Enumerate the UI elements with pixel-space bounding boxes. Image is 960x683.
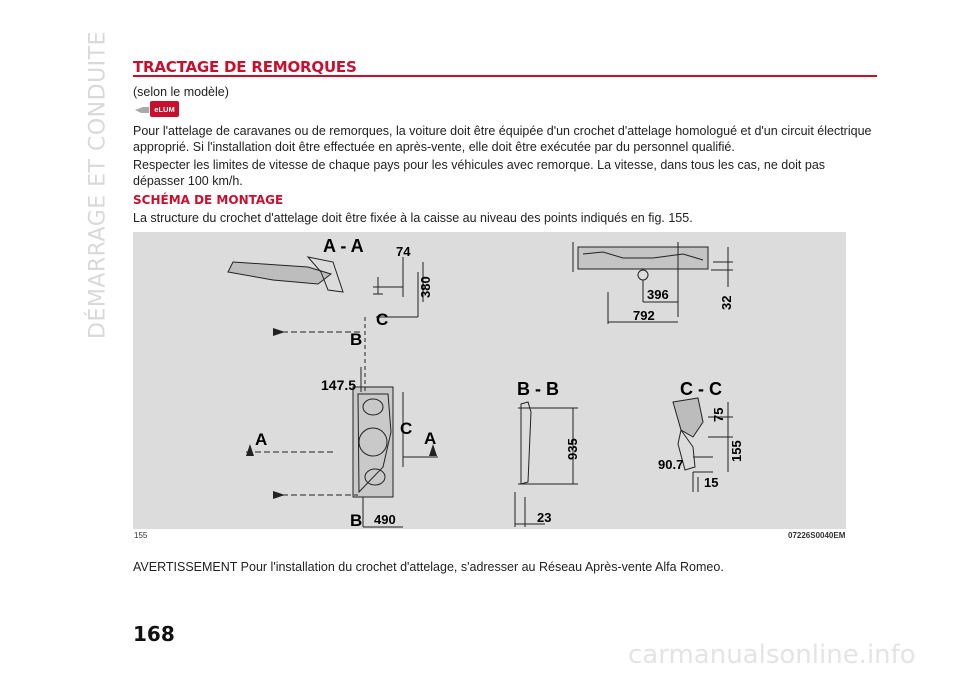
figure-number: 155 xyxy=(134,531,148,540)
paragraph-vitesse: Respecter les limites de vitesse de chaq… xyxy=(133,158,826,188)
dim-23: 23 xyxy=(537,510,551,525)
hand-pointer-icon: eLUM xyxy=(135,101,179,117)
subheading-montage: SCHÉMA DE MONTAGE xyxy=(133,193,284,207)
paragraph-attelage: Pour l'attelage de caravanes ou de remor… xyxy=(133,124,872,154)
page-number: 168 xyxy=(133,622,175,646)
section-cc-label: C - C xyxy=(680,379,722,399)
section-title-vertical: DÉMARRAGE ET CONDUITE xyxy=(85,31,111,339)
model-note: (selon le modèle) xyxy=(133,85,229,99)
figure-155: A - A 74 380 396 792 32 C B 147.5 A C A … xyxy=(133,232,846,530)
section-c-marker-top: C xyxy=(376,310,388,329)
section-a-marker-left: A xyxy=(255,430,267,449)
section-a-marker-right: A xyxy=(424,429,436,448)
dim-396: 396 xyxy=(647,287,669,302)
dim-74: 74 xyxy=(396,244,411,259)
dim-155: 155 xyxy=(729,440,744,462)
watermark: carmanualsonline.info xyxy=(628,640,916,670)
title-rule xyxy=(133,75,877,77)
section-aa-label: A - A xyxy=(323,236,364,256)
dim-75: 75 xyxy=(711,408,726,422)
dim-90-7: 90.7 xyxy=(658,457,683,472)
section-bb-label: B - B xyxy=(517,379,559,399)
dim-15: 15 xyxy=(704,475,718,490)
warning-text: AVERTISSEMENT Pour l'installation du cro… xyxy=(133,560,724,574)
elum-badge-label: eLUM xyxy=(154,105,174,114)
dim-147-5: 147.5 xyxy=(321,377,356,393)
page-title: TRACTAGE DE REMORQUES xyxy=(133,58,357,76)
paragraph-structure: La structure du crochet d'attelage doit … xyxy=(133,211,693,225)
figure-code: 07226S0040EM xyxy=(788,531,846,540)
section-sidebar: DÉMARRAGE ET CONDUITE xyxy=(84,31,112,339)
dim-490: 490 xyxy=(374,512,396,527)
dim-380: 380 xyxy=(418,276,433,298)
section-b-marker-top: B xyxy=(350,330,362,349)
dim-32: 32 xyxy=(719,296,734,310)
dim-935: 935 xyxy=(565,438,580,460)
tow-hitch-diagram: A - A 74 380 396 792 32 C B 147.5 A C A … xyxy=(227,236,744,530)
elum-badge: eLUM xyxy=(133,101,181,119)
dim-792: 792 xyxy=(633,308,655,323)
section-c-marker-mid: C xyxy=(400,419,412,438)
section-b-marker-bottom: B xyxy=(350,511,362,529)
